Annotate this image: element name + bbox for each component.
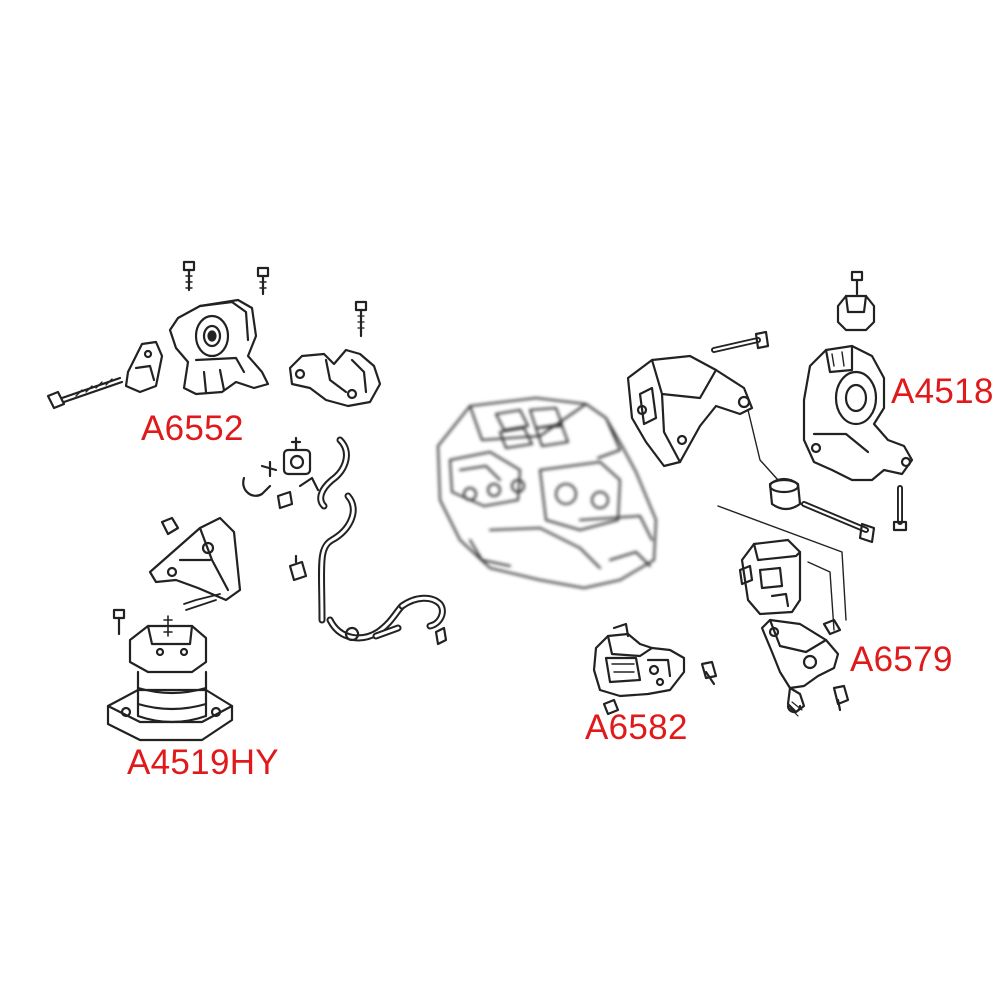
label-a6552: A6552 [141, 409, 244, 448]
bracket-right-upper [626, 330, 802, 511]
leader-lines [717, 505, 847, 631]
hose-assembly [242, 436, 448, 646]
label-a4519hy: A4519HY [127, 743, 279, 782]
bolt-top-1 [182, 260, 196, 292]
label-a6579: A6579 [850, 640, 953, 679]
mount-a6579 [760, 618, 850, 717]
engine-block [437, 397, 657, 589]
mount-a6582 [592, 622, 718, 716]
triangle-bracket [148, 516, 242, 611]
label-a6582: A6582 [585, 708, 688, 747]
mount-a6552 [46, 260, 270, 410]
label-a4518: A4518 [891, 372, 994, 411]
bracket-mid-upper [288, 300, 382, 408]
mount-a4519hy [106, 608, 234, 742]
long-bolt-left [46, 376, 124, 410]
bolt-top-2 [256, 266, 270, 296]
mount-a4518 [801, 270, 914, 544]
bracket-right-middle [738, 538, 802, 616]
